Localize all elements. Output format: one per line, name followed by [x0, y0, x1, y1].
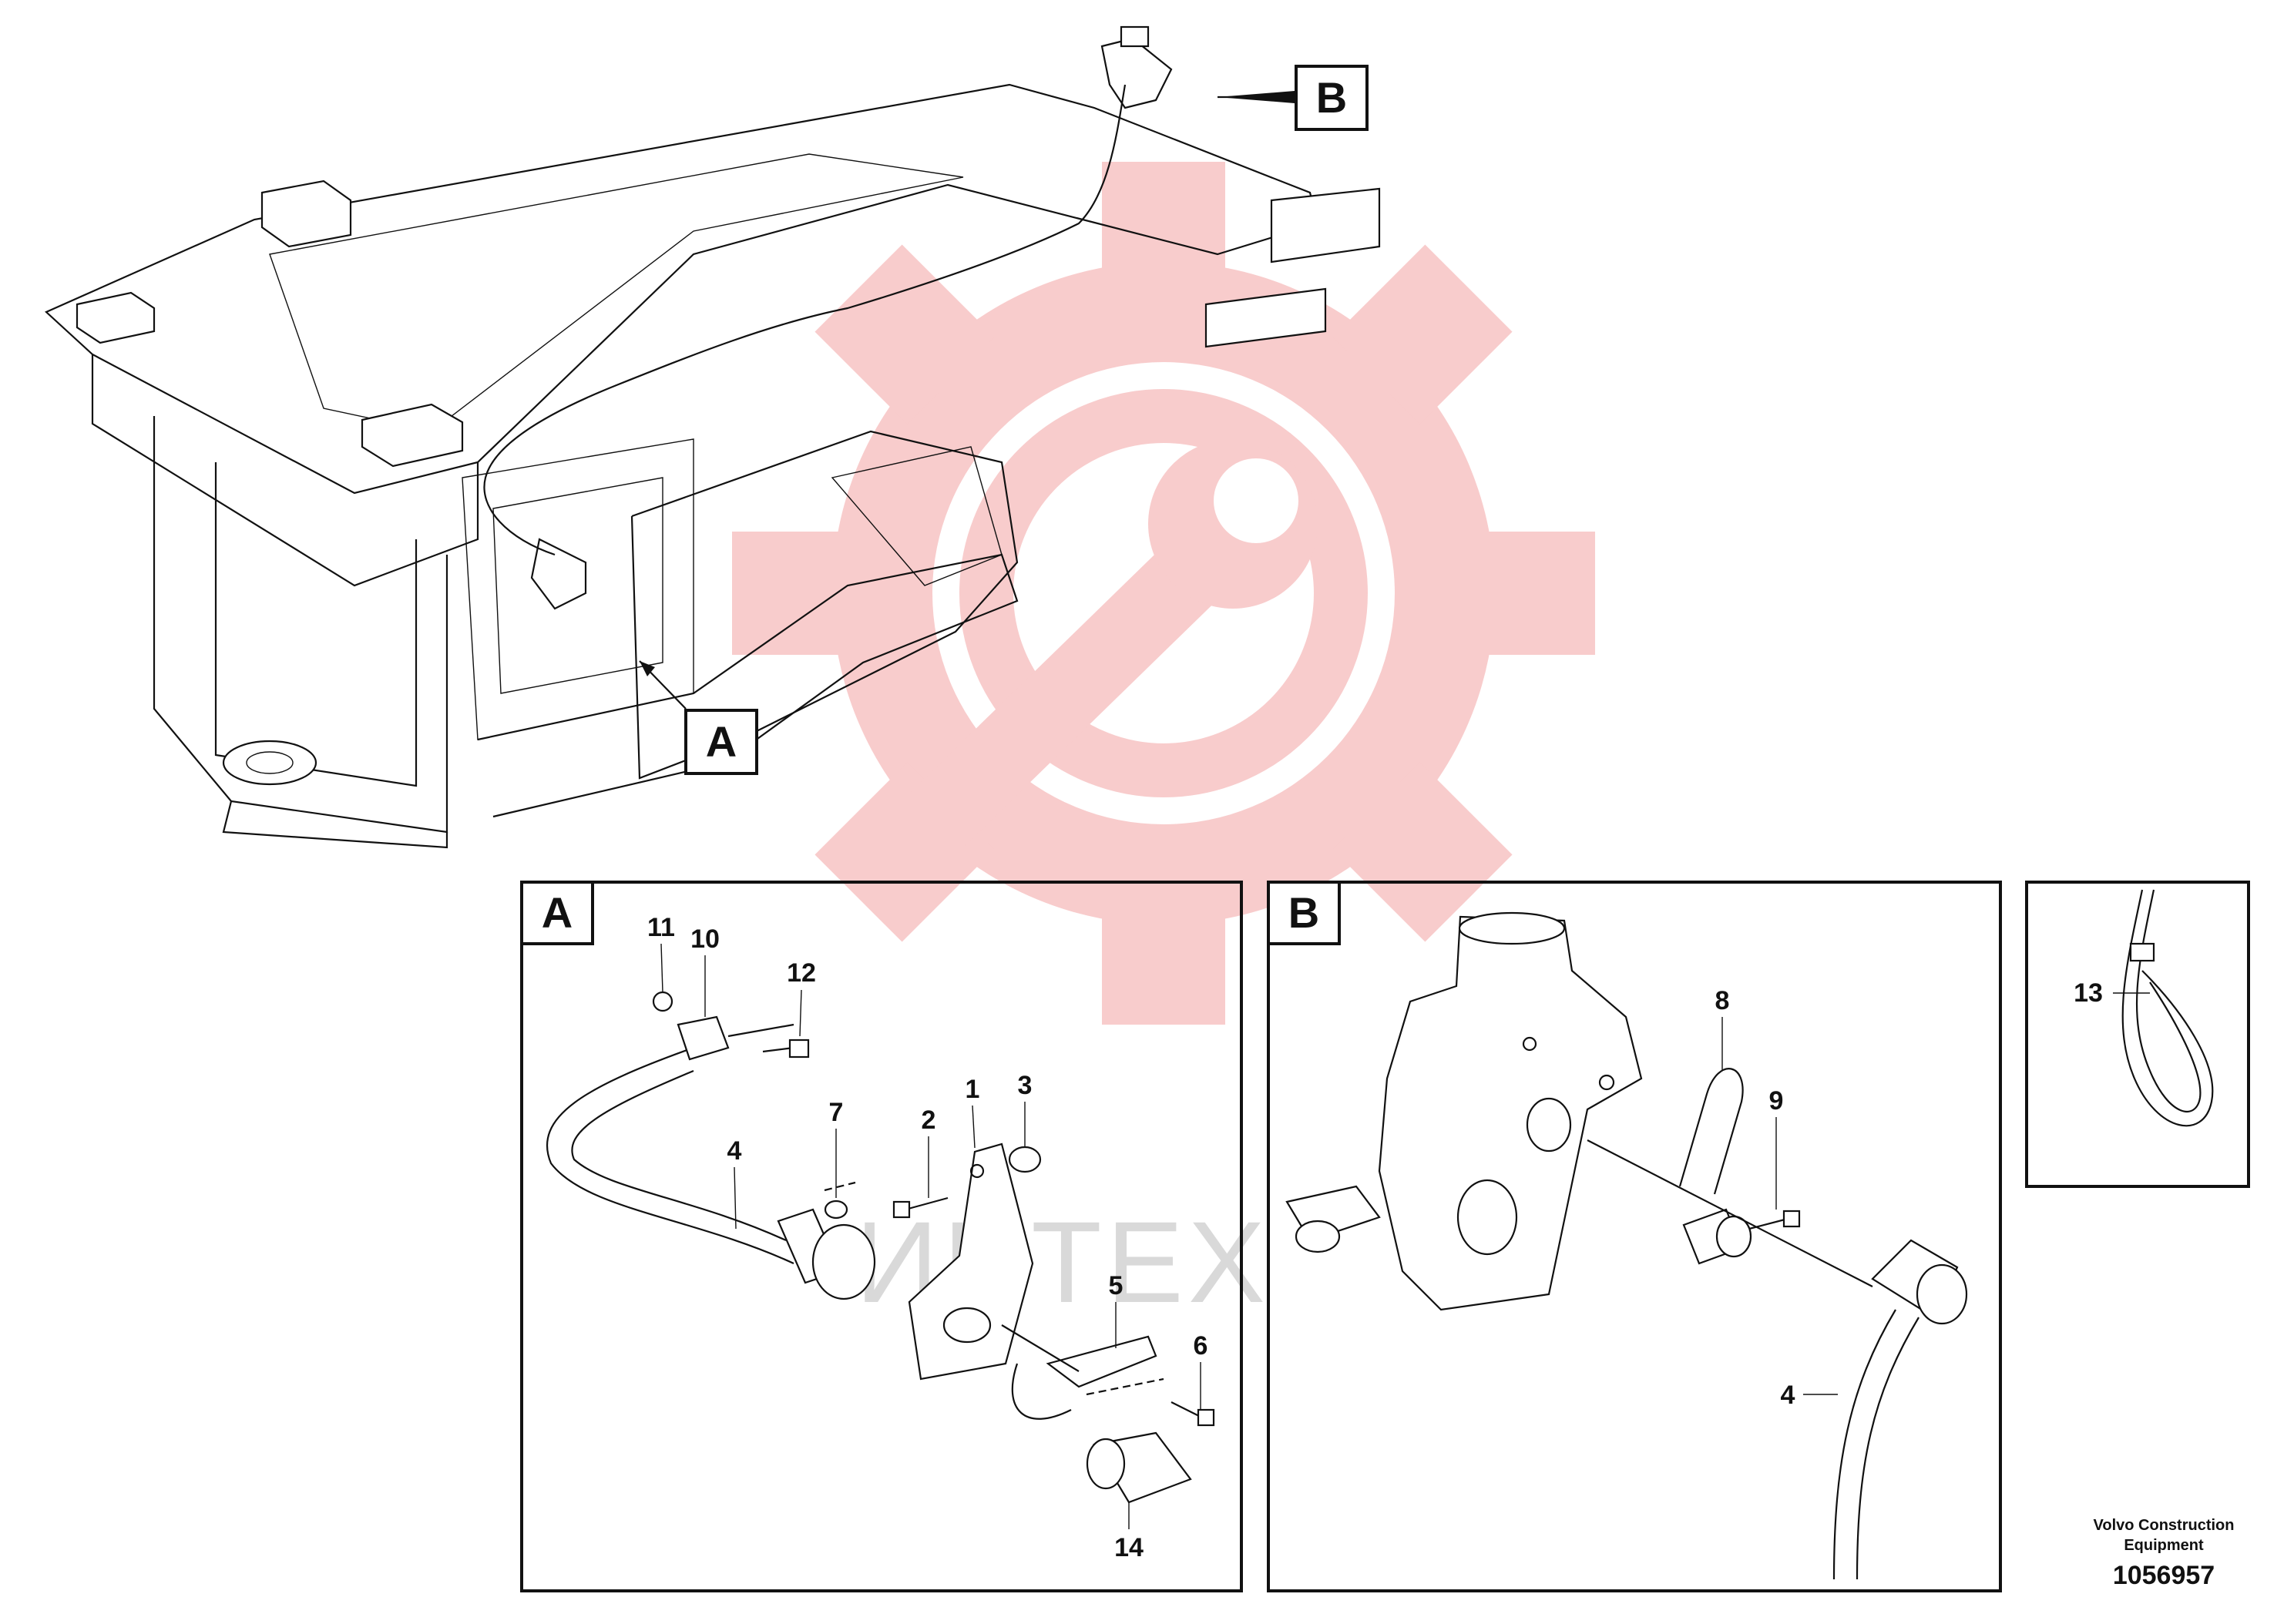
overview-label-a[interactable]: A	[684, 709, 758, 775]
detail-a-callout-4[interactable]: 4	[727, 1136, 742, 1166]
detail-b-panel: B	[1267, 881, 2002, 1592]
overview-label-b[interactable]: B	[1295, 65, 1369, 131]
detail-b-callout-8[interactable]: 8	[1715, 986, 1730, 1015]
drawing-number: 1056957	[2113, 1561, 2215, 1590]
detail-a-callout-5[interactable]: 5	[1109, 1271, 1123, 1300]
detail-cable-tie-panel: 13	[2025, 881, 2250, 1188]
svg-text:A: A	[542, 888, 573, 937]
detail-a-callout-10[interactable]: 10	[690, 924, 720, 954]
detail-b-leaders	[1721, 1017, 1838, 1395]
cable-tie-drawing	[2121, 889, 2214, 1127]
detail-a-callout-12[interactable]: 12	[787, 958, 816, 988]
svg-text:A: A	[706, 717, 737, 766]
detail-a-callout-2[interactable]: 2	[922, 1106, 936, 1135]
credit-line-1: Volvo Construction	[2094, 1517, 2235, 1534]
watermark-gear-icon	[732, 162, 1595, 1025]
detail-b-callout-9[interactable]: 9	[1769, 1086, 1784, 1116]
detail-a-callout-6[interactable]: 6	[1194, 1331, 1208, 1361]
detail-a-callout-3[interactable]: 3	[1018, 1071, 1033, 1100]
detail-c-callout-13[interactable]: 13	[2074, 978, 2103, 1008]
detail-a-callout-1[interactable]: 1	[966, 1075, 980, 1104]
credit-block: Volvo Construction Equipment 1056957	[2094, 1517, 2235, 1590]
detail-b-callout-4[interactable]: 4	[1781, 1381, 1795, 1410]
detail-a-callout-14[interactable]: 14	[1114, 1533, 1144, 1562]
credit-line-2: Equipment	[2124, 1537, 2204, 1554]
detail-a-label[interactable]: A	[520, 881, 594, 945]
detail-a-callout-7[interactable]: 7	[829, 1098, 844, 1127]
detail-a-callout-11[interactable]: 11	[647, 913, 675, 942]
svg-text:B: B	[1288, 888, 1319, 937]
frame-overview-drawing	[45, 25, 1381, 849]
detail-b-label[interactable]: B	[1267, 881, 1341, 945]
detail-a-leaders	[660, 943, 1201, 1529]
detail-b-drawing	[1285, 911, 1968, 1580]
svg-text:B: B	[1316, 73, 1347, 122]
detail-a-drawing	[546, 991, 1215, 1504]
detail-a-panel: A	[520, 881, 1243, 1592]
